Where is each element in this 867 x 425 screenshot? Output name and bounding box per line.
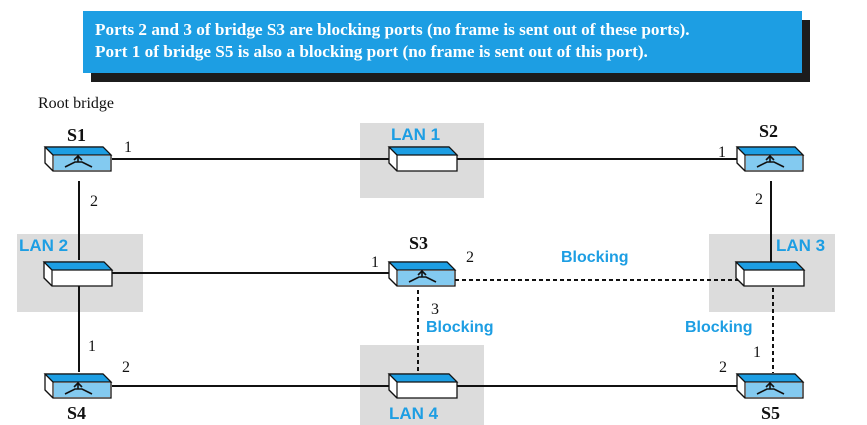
blocking-ports-note: Ports 2 and 3 of bridge S3 are blocking …: [83, 11, 802, 73]
bridge-s2-icon[interactable]: [736, 146, 804, 172]
lan3-label: LAN 3: [776, 236, 825, 255]
s3-port-2: 2: [466, 249, 474, 266]
root-bridge-label: Root bridge: [38, 95, 114, 112]
lan4-label: LAN 4: [389, 404, 439, 423]
note-line-1: Ports 2 and 3 of bridge S3 are blocking …: [95, 20, 690, 39]
s4-port-1: 1: [88, 338, 96, 355]
s4-port-2: 2: [122, 359, 130, 376]
bridge-s1-icon[interactable]: [44, 146, 112, 172]
lan1-label: LAN 1: [391, 125, 440, 144]
note-line-2: Port 1 of bridge S5 is also a blocking p…: [95, 42, 648, 61]
bridge-s3-icon[interactable]: [388, 261, 456, 287]
blocking-label-s3-p3: Blocking: [426, 319, 494, 336]
blocking-label-s5-p1: Blocking: [685, 319, 753, 336]
s1-port-2: 2: [90, 193, 98, 210]
bridge-s5-icon[interactable]: [736, 373, 804, 399]
s3-port-3: 3: [431, 301, 439, 318]
s1-port-1: 1: [124, 139, 132, 156]
active-links: [78, 158, 772, 387]
s5-port-1: 1: [753, 344, 761, 361]
bridge-s5-label: S5: [761, 403, 780, 423]
blocking-label-s3-p2: Blocking: [561, 249, 629, 266]
lan4-hub-icon[interactable]: [388, 373, 458, 399]
lan2-label: LAN 2: [19, 236, 68, 255]
bridge-s1-label: S1: [67, 125, 86, 145]
s2-port-1: 1: [718, 144, 726, 161]
s3-port-1: 1: [371, 254, 379, 271]
bridge-s3-label: S3: [409, 233, 428, 253]
s2-port-2: 2: [755, 191, 763, 208]
bridge-s2-label: S2: [759, 121, 778, 141]
lan1-hub-icon[interactable]: [388, 146, 458, 172]
bridge-s4-label: S4: [67, 403, 86, 423]
blocked-links: [417, 279, 774, 378]
lan2-hub-icon[interactable]: [43, 261, 113, 287]
bridge-s4-icon[interactable]: [44, 373, 112, 399]
lan3-hub-icon[interactable]: [735, 261, 805, 287]
s5-port-2: 2: [719, 359, 727, 376]
